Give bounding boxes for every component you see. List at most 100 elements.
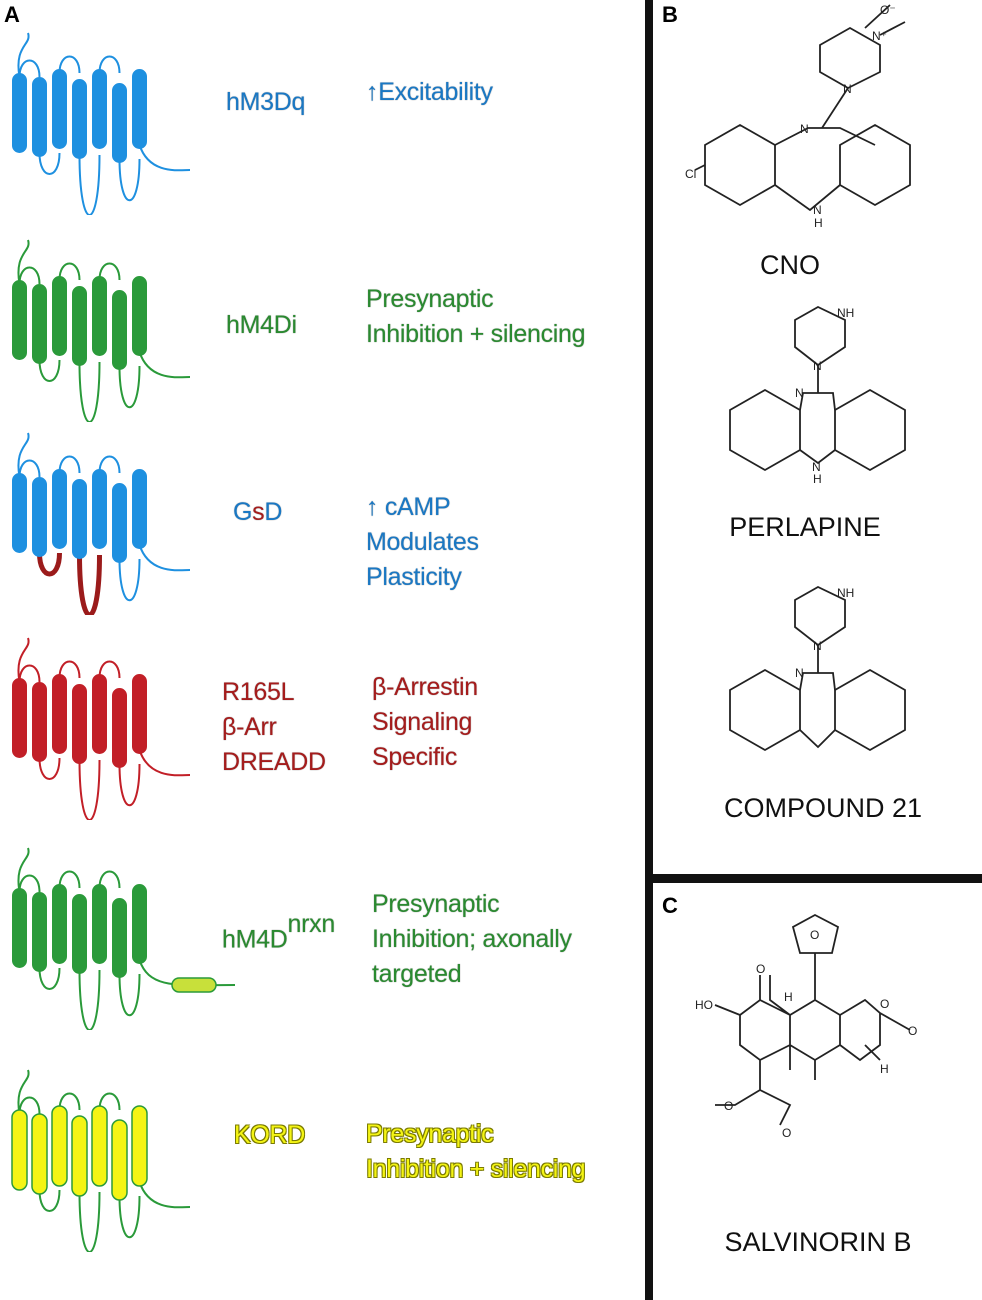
receptor-loop [98, 262, 121, 281]
chemical-structures: N N N⁺ O⁻ N H Cl N NH N N H N NH N O O O… [685, 3, 917, 1140]
receptor-loop [98, 455, 121, 474]
receptor-loop [18, 1096, 41, 1115]
receptor-description: ↑ cAMP Modulates Plasticity [366, 490, 479, 595]
receptor-loop [98, 660, 121, 679]
atom-label: N [843, 82, 852, 96]
compound21-structure: N NH N [729, 585, 906, 752]
receptor-loop [78, 154, 101, 215]
receptor-loop [58, 660, 81, 679]
transmembrane-helix [71, 1115, 88, 1197]
name-superscript: nrxn [287, 910, 336, 938]
receptor-loop [118, 1195, 141, 1239]
atom-label: O [880, 997, 889, 1011]
desc-line: ↑ cAMP [366, 493, 451, 521]
transmembrane-helix [12, 280, 27, 360]
n-terminus [17, 432, 30, 478]
receptor-name: hM4Di [226, 311, 297, 339]
receptor-loop [118, 558, 141, 602]
transmembrane-helix [112, 83, 127, 163]
atom-label: H [814, 216, 823, 230]
receptor-loop [38, 757, 61, 780]
transmembrane-helix [112, 483, 127, 563]
atom-label: Cl [685, 167, 696, 181]
atom-label: O [782, 1126, 791, 1140]
name-part: s [252, 498, 265, 526]
panel-label-b: B [662, 2, 678, 27]
receptor-description: ↑Excitability [366, 75, 493, 110]
receptor-diagram-hm3dq [12, 32, 191, 215]
receptor-loop [78, 361, 101, 422]
transmembrane-helix [12, 678, 27, 758]
transmembrane-helix [12, 473, 27, 553]
atom-label: N [813, 203, 822, 217]
atom-label: NH [837, 586, 854, 600]
transmembrane-helix [72, 684, 87, 764]
receptor-loop [58, 455, 81, 474]
receptor-loop [18, 59, 41, 78]
receptor-diagram-hm4dnrxn [12, 847, 236, 1030]
transmembrane-helix [52, 469, 67, 549]
transmembrane-helix [72, 479, 87, 559]
compound-name-cno: CNO [760, 250, 820, 280]
receptor-loop [38, 1189, 61, 1212]
name-line: R165L [222, 678, 295, 706]
receptor-loop [78, 1191, 101, 1252]
c-terminus [138, 749, 191, 777]
transmembrane-helix [112, 688, 127, 768]
receptor-description: β-Arrestin Signaling Specific [372, 670, 478, 775]
desc-line: β-Arrestin [372, 673, 478, 701]
receptor-loop [98, 55, 121, 74]
atom-label: O [756, 962, 765, 976]
receptor-loop [58, 1092, 81, 1111]
receptor-row-hm3dq: hM3Dq ↑Excitability [0, 25, 640, 215]
vertical-divider [645, 0, 653, 1300]
atom-label: N [813, 639, 822, 653]
c-terminus [138, 144, 191, 172]
receptor-name: KORD [234, 1121, 306, 1149]
name-base: hM4D [222, 925, 288, 954]
receptor-row-hm4di: hM4Di Presynaptic Inhibition + silencing [0, 232, 640, 422]
atom-label: N [812, 460, 821, 474]
name-part: G [233, 498, 253, 526]
transmembrane-helix [92, 469, 107, 549]
transmembrane-helix [132, 69, 147, 149]
transmembrane-helix [32, 284, 47, 364]
receptor-name: hM3Dq [226, 88, 306, 116]
receptor-diagram-hm4di [12, 239, 191, 422]
atom-label: N [795, 666, 804, 680]
transmembrane-helix [32, 77, 47, 157]
receptor-loop [18, 266, 41, 285]
n-terminus [17, 637, 30, 683]
transmembrane-helix [92, 884, 107, 964]
receptor-description: Presynaptic Inhibition + silencing [366, 1117, 586, 1187]
compound-name-salvinorin-b: SALVINORIN B [724, 1227, 912, 1257]
desc-line: Inhibition + silencing [366, 320, 586, 348]
transmembrane-helix [92, 276, 107, 356]
name-line: DREADD [222, 748, 326, 776]
receptor-loop [78, 759, 101, 820]
transmembrane-helix [91, 1105, 108, 1187]
receptor-loop [18, 874, 41, 893]
transmembrane-helix [52, 674, 67, 754]
panel-label-a: A [4, 2, 20, 27]
atom-label: N⁺ [872, 29, 887, 43]
receptor-loop [118, 973, 141, 1017]
desc-line: ↑Excitability [366, 78, 493, 106]
desc-line: targeted [372, 960, 462, 988]
compound-name-perlapine: PERLAPINE [729, 512, 881, 542]
receptor-loop [118, 158, 141, 202]
desc-line: Signaling [372, 708, 473, 736]
transmembrane-helix [32, 892, 47, 972]
transmembrane-helix [132, 674, 147, 754]
desc-line: Presynaptic [366, 1120, 494, 1148]
desc-line: Modulates [366, 528, 479, 556]
receptor-row-kord: KORD Presynaptic Inhibition + silencing [0, 1062, 640, 1252]
receptor-diagram-kord [11, 1069, 191, 1252]
intracellular-loop-gs [37, 552, 62, 577]
atom-label: O [810, 928, 819, 942]
intracellular-loop-gs [77, 554, 102, 615]
desc-line: Inhibition; axonally [372, 925, 572, 953]
receptor-name: R165L β-Arr DREADD [222, 675, 326, 780]
neurexin-tag [171, 977, 217, 993]
receptor-row-gsd: GsD ↑ cAMP Modulates Plasticity [0, 425, 640, 615]
